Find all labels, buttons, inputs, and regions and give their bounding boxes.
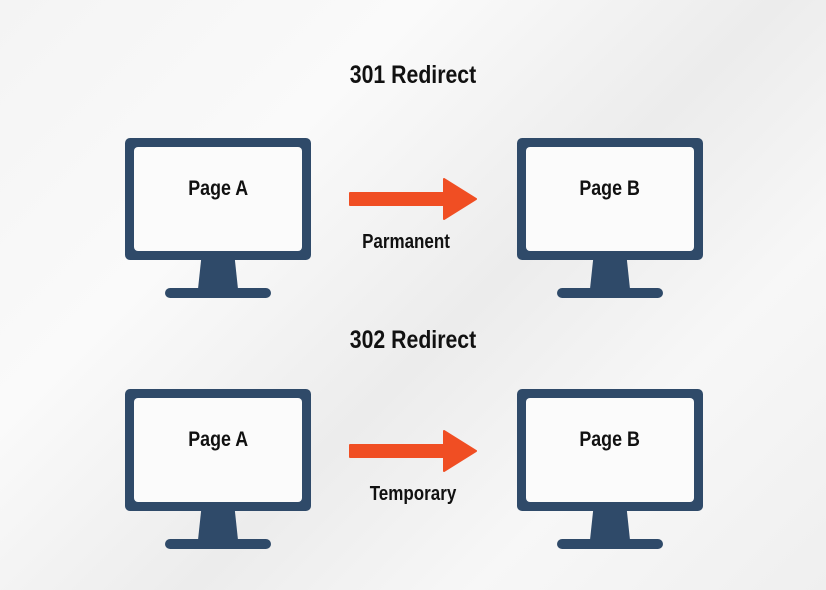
- monitor-neck: [198, 510, 238, 540]
- monitor-neck: [590, 259, 630, 289]
- arrow-right-icon: [349, 430, 477, 472]
- arrow-label-permanent: Parmanent: [362, 231, 450, 253]
- monitor-base: [165, 288, 271, 298]
- arrow-right-icon: [349, 178, 477, 220]
- section-title-302: 302 Redirect: [349, 326, 477, 354]
- monitor-base: [557, 288, 663, 298]
- monitor-base: [165, 539, 271, 549]
- monitor-icon-source-302: Page A: [125, 389, 311, 551]
- monitor-screen: Page B: [526, 398, 694, 502]
- monitor-frame: Page B: [517, 389, 703, 511]
- monitor-frame: Page B: [517, 138, 703, 260]
- monitor-screen: Page A: [134, 147, 302, 251]
- monitor-icon-source-301: Page A: [125, 138, 311, 300]
- monitor-base: [557, 539, 663, 549]
- page-b-label: Page B: [579, 177, 641, 200]
- monitor-icon-target-302: Page B: [517, 389, 703, 551]
- page-a-label: Page A: [188, 428, 248, 451]
- monitor-neck: [198, 259, 238, 289]
- monitor-frame: Page A: [125, 389, 311, 511]
- page-a-label: Page A: [188, 177, 248, 200]
- monitor-screen: Page A: [134, 398, 302, 502]
- section-title-301: 301 Redirect: [349, 61, 477, 89]
- monitor-neck: [590, 510, 630, 540]
- monitor-screen: Page B: [526, 147, 694, 251]
- page-b-label: Page B: [579, 428, 641, 451]
- arrow-label-temporary: Temporary: [369, 483, 457, 505]
- monitor-icon-target-301: Page B: [517, 138, 703, 300]
- monitor-frame: Page A: [125, 138, 311, 260]
